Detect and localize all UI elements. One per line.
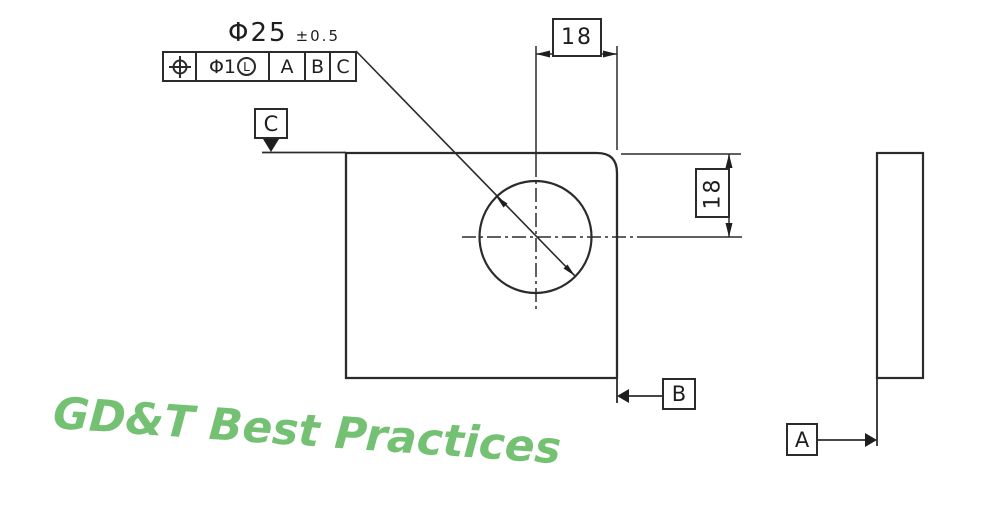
right-height-dimension-value: 18: [700, 177, 725, 209]
lmc-modifier-letter: L: [243, 59, 250, 74]
fcf-cell-datum-b: B: [304, 53, 329, 80]
top-width-dimension-value: 18: [561, 25, 593, 50]
right-dim-arrow-down: [725, 223, 733, 237]
datum-b-triangle: [617, 389, 629, 403]
datum-a-label: A: [794, 427, 810, 452]
right-dim-arrow-up: [725, 154, 733, 168]
hole-size-callout: Φ25 ±0.5: [228, 18, 340, 48]
fcf-cell-tolerance: Φ1 L: [195, 53, 268, 80]
hole-dim-arrow-lower-right: [563, 264, 575, 276]
fcf-cell-datum-c: C: [329, 53, 355, 80]
top-width-dimension-box: 18: [552, 18, 602, 57]
fcf-datum-a-label: A: [280, 55, 294, 78]
fcf-cell-datum-a: A: [268, 53, 304, 80]
part-outline: [344, 151, 619, 380]
datum-b-box: B: [662, 378, 696, 410]
datum-c-box: C: [254, 108, 288, 139]
hole-diameter-value: Φ25: [228, 18, 288, 48]
top-dim-arrow-left: [536, 50, 550, 58]
fcf-cell-characteristic: [164, 53, 195, 80]
hole-diameter-tolerance: ±0.5: [295, 27, 340, 45]
fcf-datum-c-label: C: [336, 55, 350, 78]
hole-dim-arrow-upper-left: [496, 196, 508, 208]
datum-c-triangle: [263, 139, 279, 152]
side-view-outline: [875, 151, 925, 380]
position-symbol-icon: [168, 55, 191, 78]
lmc-modifier-icon: L: [237, 57, 257, 76]
fcf-datum-b-label: B: [310, 55, 325, 78]
top-dim-arrow-right: [603, 50, 617, 58]
fcf-leader-line: [355, 50, 576, 277]
fcf-tolerance-value: Φ1: [208, 55, 237, 78]
feature-control-frame: Φ1 L A B C: [162, 51, 357, 82]
datum-c-label: C: [263, 111, 279, 136]
datum-b-label: B: [671, 382, 687, 406]
datum-a-triangle: [865, 433, 877, 447]
datum-a-box: A: [786, 423, 818, 456]
right-height-dimension-box: 18: [695, 168, 730, 218]
